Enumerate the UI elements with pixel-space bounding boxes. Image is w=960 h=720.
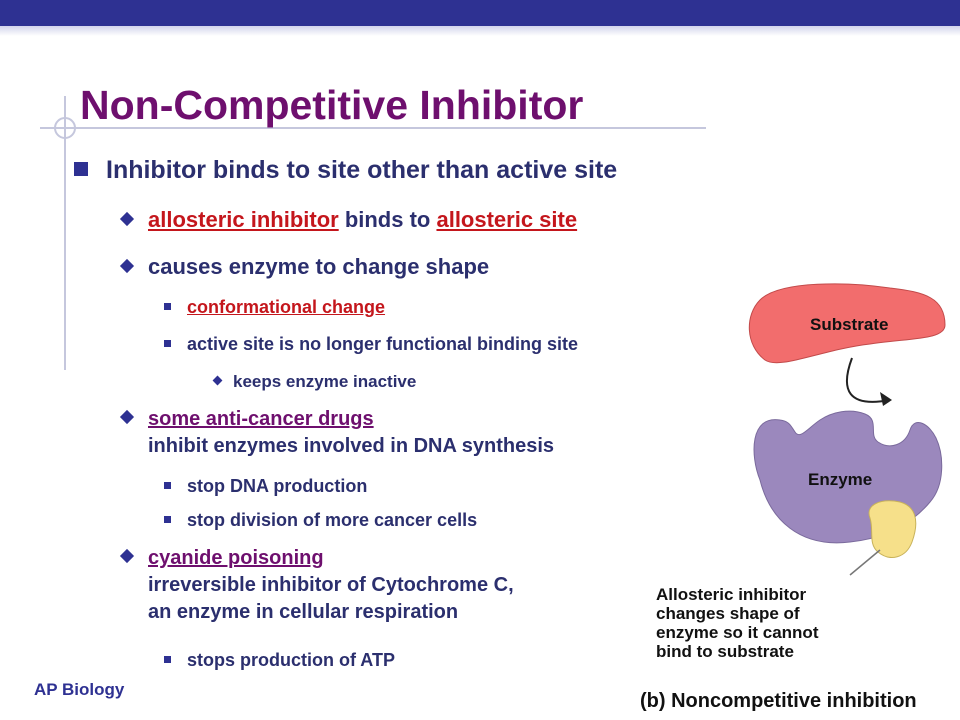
item-shape-text: causes enzyme to change shape: [148, 254, 490, 279]
sub-atp: stops production of ATP: [164, 650, 395, 671]
sub-inactive: keeps enzyme inactive: [212, 372, 417, 392]
small-square-bullet-icon: [164, 516, 171, 523]
sub-active-site-text: active site is no longer functional bind…: [187, 334, 579, 354]
caption-line: enzyme so it cannot: [656, 623, 819, 642]
small-square-bullet-icon: [164, 482, 171, 489]
item-cyanide-line2: irreversible inhibitor of Cytochrome C,: [148, 574, 514, 596]
decorative-horizontal-line: [40, 127, 706, 129]
item-allosteric-middle: binds to: [338, 207, 437, 232]
tiny-diamond-bullet-icon: [212, 375, 223, 386]
substrate-label: Substrate: [810, 315, 888, 334]
top-bar-shade: [0, 26, 960, 36]
allosteric-inhibitor-shape: [868, 500, 917, 558]
figure-caption: Allosteric inhibitor changes shape of en…: [656, 585, 818, 661]
figure-label: (b) Noncompetitive inhibition: [640, 690, 917, 712]
caption-line: Allosteric inhibitor: [656, 585, 807, 604]
item-shape: causes enzyme to change shape: [119, 253, 490, 280]
slide-title: Non-Competitive Inhibitor: [80, 82, 584, 128]
sub-dna: stop DNA production: [164, 476, 367, 497]
diamond-bullet-icon: [119, 548, 135, 564]
sub-dna-text: stop DNA production: [187, 476, 368, 496]
arrow-head-icon: [880, 392, 892, 406]
square-bullet-icon: [74, 162, 88, 176]
term-allosteric-site: allosteric site: [436, 207, 578, 232]
diamond-bullet-icon: [119, 258, 135, 274]
term-conformational-change: conformational change: [187, 297, 386, 317]
item-cancer: some anti-cancer drugs inhibit enzymes i…: [119, 406, 555, 460]
diamond-bullet-icon: [119, 409, 135, 425]
small-square-bullet-icon: [164, 340, 171, 347]
small-square-bullet-icon: [164, 656, 171, 663]
bullet-main: Inhibitor binds to site other than activ…: [74, 156, 617, 185]
sub-division: stop division of more cancer cells: [164, 510, 477, 531]
term-cyanide-poisoning: cyanide poisoning: [148, 547, 324, 569]
caption-line: bind to substrate: [656, 642, 794, 661]
footer-label: AP Biology: [34, 680, 125, 699]
diamond-bullet-icon: [119, 211, 135, 227]
enzyme-label: Enzyme: [808, 470, 872, 489]
sub-division-text: stop division of more cancer cells: [187, 510, 478, 530]
decorative-crosshair-icon: [54, 117, 76, 139]
top-bar: [0, 0, 960, 26]
substrate-shape: [748, 283, 946, 364]
pointer-line: [849, 549, 881, 576]
sub-atp-text: stops production of ATP: [187, 650, 395, 670]
sub-active-site: active site is no longer functional bind…: [164, 334, 578, 355]
term-allosteric-inhibitor: allosteric inhibitor: [148, 207, 339, 232]
caption-line: changes shape of: [656, 604, 800, 623]
sub-inactive-text: keeps enzyme inactive: [233, 372, 417, 391]
decorative-vertical-line: [64, 96, 66, 370]
item-cancer-line2: inhibit enzymes involved in DNA synthesi…: [148, 435, 555, 457]
term-anti-cancer-drugs: some anti-cancer drugs: [148, 408, 374, 430]
item-cyanide: cyanide poisoning irreversible inhibitor…: [119, 545, 514, 626]
small-square-bullet-icon: [164, 303, 171, 310]
bullet-main-text: Inhibitor binds to site other than activ…: [106, 156, 618, 184]
item-cyanide-line3: an enzyme in cellular respiration: [148, 601, 459, 623]
item-allosteric: allosteric inhibitor binds to allosteric…: [119, 206, 578, 233]
arrow-line: [845, 357, 891, 403]
noncompetitive-inhibition-diagram: Substrate Enzyme: [748, 283, 946, 576]
sub-conformational: conformational change: [164, 297, 385, 318]
